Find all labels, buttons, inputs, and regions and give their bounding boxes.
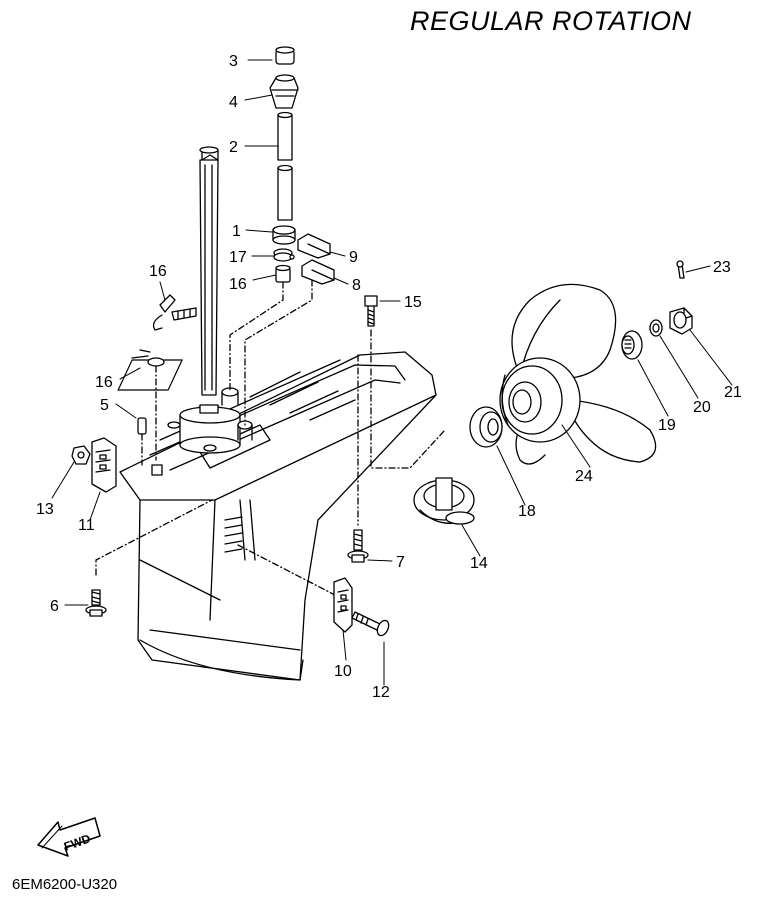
callout-20: 19 <box>658 417 676 434</box>
callout-9: 9 <box>349 249 358 266</box>
part-10-anode <box>333 577 353 633</box>
callout-12: 12 <box>372 684 390 701</box>
part-18-seal <box>273 248 295 262</box>
callout-1: 1 <box>232 223 241 240</box>
part-7-bolt <box>347 354 369 563</box>
callout-16-lower: 16 <box>95 374 113 391</box>
part-13-nut <box>71 445 91 465</box>
anode-assembly-line <box>244 279 313 426</box>
forward-arrow-icon: FWD <box>37 817 101 857</box>
part-6-bolt <box>85 499 213 617</box>
part-3-grommet <box>275 46 295 65</box>
callout-16-upper: 16 <box>149 263 167 280</box>
callout-11: 11 <box>78 517 95 534</box>
part-17-bushing <box>275 264 291 283</box>
callout-10: 10 <box>334 663 352 680</box>
callout-22: 21 <box>724 384 742 401</box>
callout-6: 6 <box>50 598 59 615</box>
part-19-thrust-washer <box>469 406 503 448</box>
lower-casing <box>117 351 437 681</box>
callout-4: 4 <box>229 94 238 111</box>
drive-shaft <box>179 146 241 454</box>
part-5-dowel-pin <box>137 417 163 476</box>
part-16-hose-clip-lower <box>131 349 165 461</box>
callout-24: 24 <box>575 468 593 485</box>
callout-23: 23 <box>713 259 731 276</box>
callout-7: 7 <box>396 554 405 571</box>
part-4-seal <box>269 74 299 109</box>
part-12-bolt <box>351 611 390 637</box>
callout-2: 2 <box>229 139 238 156</box>
part-1-grommet <box>272 225 296 245</box>
callout-15: 15 <box>404 294 422 311</box>
part-22-nut <box>669 307 693 335</box>
callout-18: 17 <box>229 249 247 266</box>
callout-leaders <box>51 59 733 686</box>
part-20-spacer <box>621 330 643 360</box>
callout-14: 14 <box>470 555 488 572</box>
part-16-hose-clip-upper <box>152 294 197 331</box>
part-9-anode <box>297 233 331 259</box>
callout-13: 13 <box>36 501 54 518</box>
diagram-title: REGULAR ROTATION <box>410 6 692 36</box>
callout-5: 5 <box>100 397 109 414</box>
callout-21: 20 <box>693 399 711 416</box>
callout-8: 8 <box>352 277 361 294</box>
part-11-anode <box>91 437 117 493</box>
part-14-guard <box>413 477 475 525</box>
water-tube-assembly <box>229 46 299 393</box>
anode-10-assembly-line <box>237 544 336 596</box>
part-23-cotter-pin <box>676 260 685 279</box>
part-8-anode <box>301 259 335 285</box>
part-21-washer <box>649 319 663 337</box>
part-24-propeller <box>499 283 657 465</box>
casing-bosses <box>167 387 253 452</box>
part-15-bolt <box>364 295 378 327</box>
part-2-water-tube <box>277 111 293 221</box>
callout-3: 3 <box>229 53 238 70</box>
drawing-code: 6EM6200-U320 <box>12 876 118 893</box>
callout-19: 18 <box>518 503 536 520</box>
callout-numbers: 3 4 2 1 17 16 9 8 15 16 16 5 13 11 6 7 1… <box>36 53 742 701</box>
callout-17: 16 <box>229 276 247 293</box>
bolt-15-assembly-line <box>370 329 446 469</box>
